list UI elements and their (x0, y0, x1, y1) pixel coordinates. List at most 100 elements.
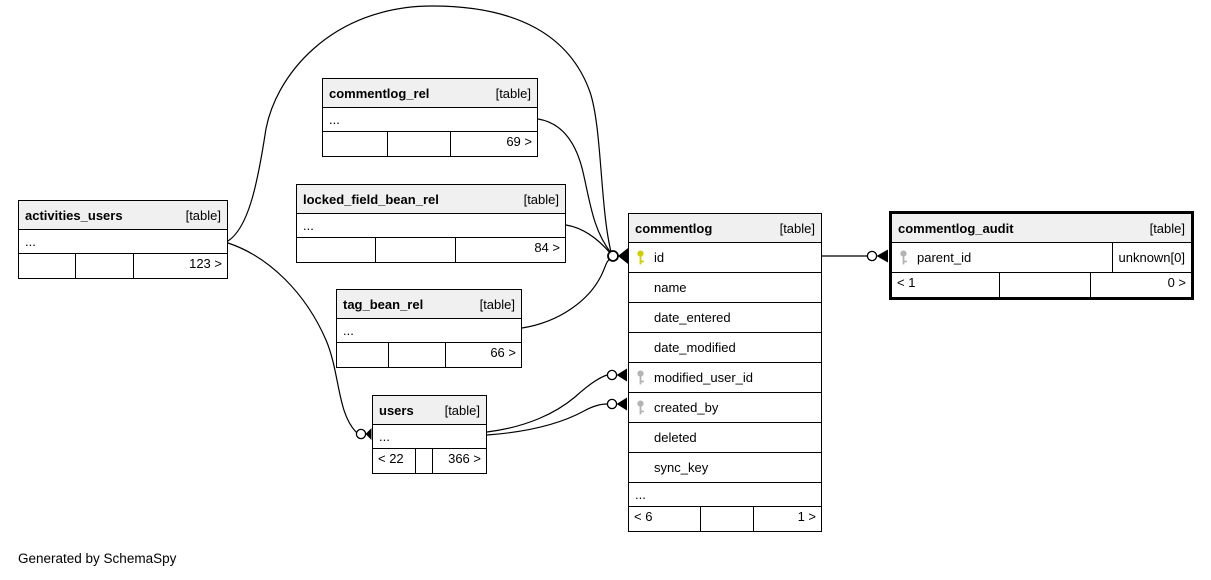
stats-parents (297, 238, 375, 262)
edge-users-to-created-by (486, 403, 608, 436)
table-tag-bean-rel[interactable]: tag_bean_rel [table] ... 66 > (336, 289, 522, 368)
table-type-label: [table] (444, 402, 480, 418)
column-name: name (654, 280, 687, 295)
stats-mid (387, 132, 449, 156)
column-row-id: id (629, 243, 821, 273)
columns-ellipsis-row: ... (19, 230, 227, 254)
stats-parents (323, 132, 387, 156)
table-type-label: [table] (185, 207, 221, 223)
columns-ellipsis-row: ... (629, 483, 821, 507)
foreign-key-icon (898, 250, 910, 265)
edge-locked-field-bean-rel-to-commentlog (565, 224, 612, 255)
table-stats-row: 123 > (19, 254, 227, 278)
stats-mid (700, 507, 752, 531)
table-header[interactable]: locked_field_bean_rel [table] (297, 185, 565, 214)
foreign-key-icon (635, 400, 647, 415)
ellipsis-label: ... (303, 218, 314, 233)
table-stats-row: < 1 0 > (892, 273, 1191, 297)
stats-parents: < 22 (378, 451, 404, 466)
column-name: sync_key (654, 460, 709, 475)
stats-parents: < 6 (634, 509, 653, 524)
column-name: id (654, 250, 665, 265)
edge-commentlog-rel-to-commentlog (537, 118, 612, 254)
columns-ellipsis-row: ... (323, 108, 537, 132)
column-name: modified_user_id (654, 370, 754, 385)
table-name: commentlog_audit (898, 220, 1014, 236)
column-name: created_by (654, 400, 719, 415)
table-type-label: [table] (495, 85, 531, 101)
stats-parents: < 1 (897, 275, 916, 290)
table-activities-users[interactable]: activities_users [table] ... 123 > (18, 200, 228, 279)
stats-mid (375, 238, 454, 262)
column-type: unknown[0] (1111, 243, 1192, 272)
table-header[interactable]: activities_users [table] (19, 201, 227, 230)
stats-children: 84 > (454, 238, 565, 262)
table-name: commentlog_rel (329, 85, 430, 101)
table-locked-field-bean-rel[interactable]: locked_field_bean_rel [table] ... 84 > (296, 184, 566, 263)
table-name: tag_bean_rel (343, 296, 424, 312)
ellipsis-label: ... (25, 234, 36, 249)
columns-ellipsis-row: ... (297, 214, 565, 238)
column-row-sync-key: sync_key (629, 453, 821, 483)
table-header[interactable]: commentlog_rel [table] (323, 79, 537, 108)
stats-children: 123 > (132, 254, 227, 278)
table-stats-row: < 6 1 > (629, 507, 821, 531)
marker-created-by (606, 397, 627, 411)
columns-ellipsis-row: ... (373, 425, 486, 449)
table-header[interactable]: tag_bean_rel [table] (337, 290, 521, 319)
stats-mid (415, 449, 432, 473)
table-name: locked_field_bean_rel (303, 191, 439, 207)
stats-children: 366 > (432, 449, 486, 473)
ellipsis-label: ... (329, 112, 340, 127)
marker-commentlog-id (607, 248, 628, 264)
column-row-created-by: created_by (629, 393, 821, 423)
marker-modified-user-id (606, 368, 627, 382)
table-type-label: [table] (479, 296, 515, 312)
table-stats-row: 66 > (337, 343, 521, 367)
column-row-name: name (629, 273, 821, 303)
table-commentlog-audit[interactable]: commentlog_audit [table] parent_id unkno… (889, 211, 1194, 300)
ellipsis-label: ... (379, 429, 390, 444)
columns-ellipsis-row: ... (337, 319, 521, 343)
column-row-date-modified: date_modified (629, 333, 821, 363)
table-header[interactable]: commentlog [table] (629, 214, 821, 243)
stats-parents (337, 343, 388, 367)
table-stats-row: < 22 366 > (373, 449, 486, 473)
table-header[interactable]: commentlog_audit [table] (892, 214, 1191, 243)
column-row-modified-user-id: modified_user_id (629, 363, 821, 393)
table-type-label: [table] (779, 220, 815, 236)
edge-users-to-modified-user-id (486, 374, 608, 433)
column-name: date_modified (654, 340, 736, 355)
column-row-deleted: deleted (629, 423, 821, 453)
table-users[interactable]: users [table] ... < 22 366 > (372, 395, 487, 474)
foreign-key-icon (635, 370, 647, 385)
stats-children: 66 > (444, 343, 521, 367)
table-name: users (379, 402, 414, 418)
table-header[interactable]: users [table] (373, 396, 486, 425)
stats-mid (75, 254, 132, 278)
stats-parents (19, 254, 75, 278)
stats-children: 69 > (449, 132, 537, 156)
stats-children: 1 > (752, 507, 821, 531)
marker-commentlog-audit-parent-id (866, 249, 888, 263)
column-name: parent_id (917, 250, 972, 265)
table-commentlog-rel[interactable]: commentlog_rel [table] ... 69 > (322, 78, 538, 157)
marker-users (355, 428, 372, 440)
table-name: commentlog (635, 220, 713, 236)
stats-children: 0 > (1090, 273, 1191, 297)
stats-mid (999, 273, 1090, 297)
ellipsis-label: ... (343, 323, 354, 338)
table-commentlog[interactable]: commentlog [table] id name date_entered … (628, 213, 822, 532)
table-stats-row: 69 > (323, 132, 537, 156)
edge-tag-bean-rel-to-commentlog (521, 257, 612, 329)
edge-activities-users-to-users (227, 242, 357, 433)
ellipsis-label: ... (635, 487, 646, 502)
column-name: date_entered (654, 310, 731, 325)
table-name: activities_users (25, 207, 123, 223)
table-type-label: [table] (523, 191, 559, 207)
stats-mid (388, 343, 444, 367)
column-name: deleted (654, 430, 697, 445)
edge-activities-users-to-commentlog (227, 5, 612, 253)
